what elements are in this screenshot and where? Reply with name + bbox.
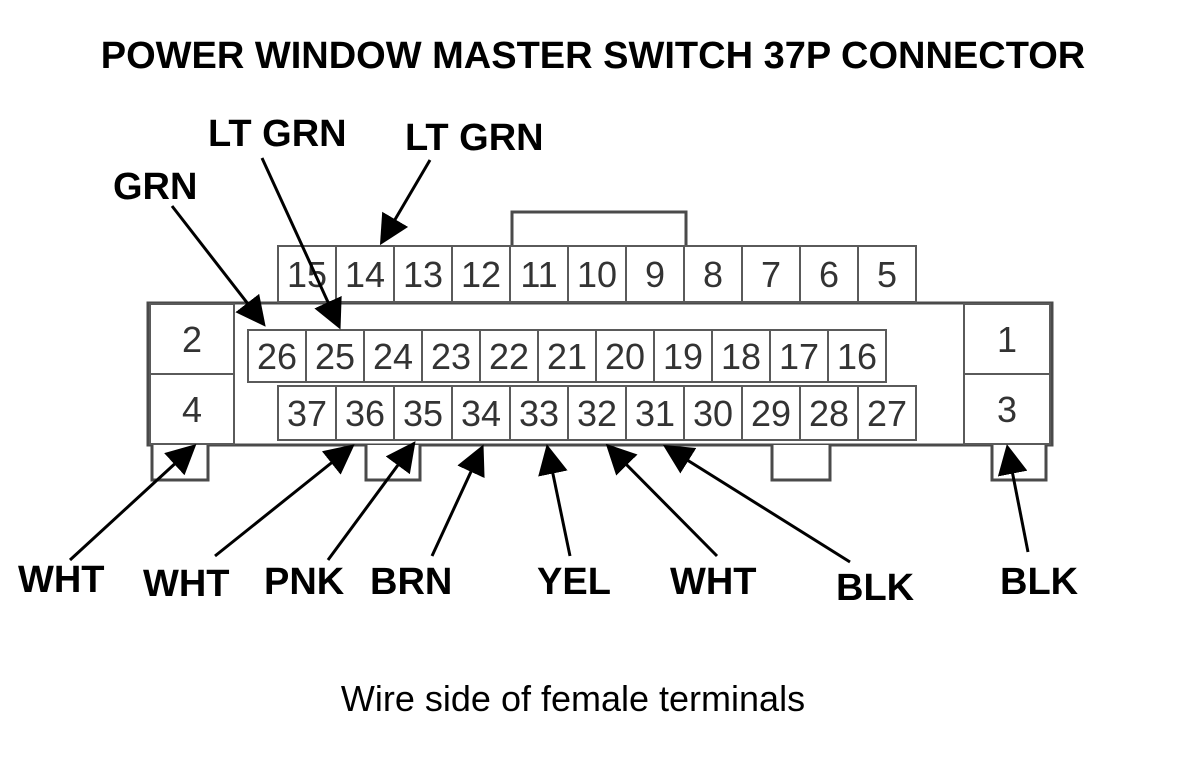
pin-32-number: 32 [577, 393, 617, 434]
pin-19-number: 19 [663, 336, 703, 377]
pin-22-cell [479, 329, 539, 383]
pin-10-number: 10 [577, 254, 617, 295]
bottom-tab-right [990, 445, 1048, 482]
pin-25-number: 25 [315, 336, 355, 377]
top-latch [510, 210, 688, 250]
bottom-tab-left [150, 445, 210, 482]
pin-27-cell [857, 385, 917, 441]
pin-29-number: 29 [751, 393, 791, 434]
pin-30-number: 30 [693, 393, 733, 434]
wire-label-32: WHT [670, 561, 757, 603]
pin-9-number: 9 [645, 254, 665, 295]
bottom-tab-center-right [770, 445, 832, 482]
pin-12-number: 12 [461, 254, 501, 295]
pin-26-cell [247, 329, 307, 383]
wire-arrow-25 [260, 157, 342, 330]
wire-arrow-32 [605, 443, 719, 558]
pin-26-number: 26 [257, 336, 297, 377]
wire-label-34: BRN [370, 561, 452, 603]
pin-8-cell [683, 245, 743, 303]
pin-35-cell [393, 385, 453, 441]
pin-17-number: 17 [779, 336, 819, 377]
pin-2-cell [149, 303, 235, 375]
pin-5-cell [857, 245, 917, 303]
pin-23-cell [421, 329, 481, 383]
pin-2-number: 2 [182, 319, 202, 360]
pin-33-cell [509, 385, 569, 441]
wire-arrows [68, 157, 1030, 564]
pin-5-number: 5 [877, 254, 897, 295]
pin-37-number: 37 [287, 393, 327, 434]
pin-24-number: 24 [373, 336, 413, 377]
pin-19-cell [653, 329, 713, 383]
pin-1-number: 1 [997, 319, 1017, 360]
wire-arrow-31 [662, 444, 851, 564]
wire-labels: GRN LT GRN LT GRN WHT WHT PNK BRN YEL WH… [18, 113, 1079, 609]
pin-11-number: 11 [520, 254, 557, 295]
pin-8-number: 8 [703, 254, 723, 295]
pin-14-number: 14 [345, 254, 385, 295]
diagram-caption: Wire side of female terminals [341, 678, 805, 719]
pin-16-cell [827, 329, 887, 383]
wire-label-4: WHT [18, 559, 105, 601]
pin-36-number: 36 [345, 393, 385, 434]
pin-30-cell [683, 385, 743, 441]
pin-33-number: 33 [519, 393, 559, 434]
pin-27-number: 27 [867, 393, 907, 434]
pin-9-cell [625, 245, 685, 303]
pin-7-number: 7 [761, 254, 781, 295]
wire-arrow-26 [170, 205, 266, 327]
wire-arrow-3 [997, 444, 1030, 553]
pin-6-number: 6 [819, 254, 839, 295]
wire-label-36: WHT [143, 563, 230, 605]
pin-35-number: 35 [403, 393, 443, 434]
pin-1-cell [963, 303, 1051, 375]
wire-label-35: PNK [264, 561, 345, 603]
pin-25-cell [305, 329, 365, 383]
wire-label-33: YEL [537, 561, 611, 603]
pin-28-number: 28 [809, 393, 849, 434]
pin-4-number: 4 [182, 389, 202, 430]
pin-20-number: 20 [605, 336, 645, 377]
pin-10-cell [567, 245, 627, 303]
pin-21-number: 21 [547, 336, 587, 377]
pin-18-cell [711, 329, 771, 383]
pin-23-number: 23 [431, 336, 471, 377]
wire-arrow-34 [430, 444, 485, 557]
bottom-tab-center-left [364, 445, 422, 482]
pin-22-number: 22 [489, 336, 529, 377]
wire-arrow-14 [379, 159, 432, 246]
pin-31-cell [625, 385, 685, 441]
pin-4-cell [149, 373, 235, 445]
pin-21-cell [537, 329, 597, 383]
wire-label-14: LT GRN [405, 117, 544, 159]
pin-24-cell [363, 329, 423, 383]
pin-18-number: 18 [721, 336, 761, 377]
wire-label-25: LT GRN [208, 113, 347, 155]
pin-17-cell [769, 329, 829, 383]
wire-arrow-36 [214, 444, 355, 558]
pin-34-number: 34 [461, 393, 501, 434]
wire-label-26: GRN [113, 166, 197, 208]
pin-31-number: 31 [635, 393, 675, 434]
wire-arrow-33 [538, 444, 572, 557]
pin-13-cell [393, 245, 453, 303]
pin-6-cell [799, 245, 859, 303]
diagram-title: POWER WINDOW MASTER SWITCH 37P CONNECTOR [101, 35, 1086, 77]
pin-16-number: 16 [837, 336, 877, 377]
pin-13-number: 13 [403, 254, 443, 295]
pin-3-cell [963, 373, 1051, 445]
wire-arrow-4 [68, 443, 197, 562]
pin-3-number: 3 [997, 389, 1017, 430]
pin-36-cell [335, 385, 395, 441]
wire-arrow-35 [326, 441, 416, 561]
pin-29-cell [741, 385, 801, 441]
wire-label-31: BLK [836, 567, 915, 609]
wire-label-3: BLK [1000, 561, 1079, 603]
pin-7-cell [741, 245, 801, 303]
